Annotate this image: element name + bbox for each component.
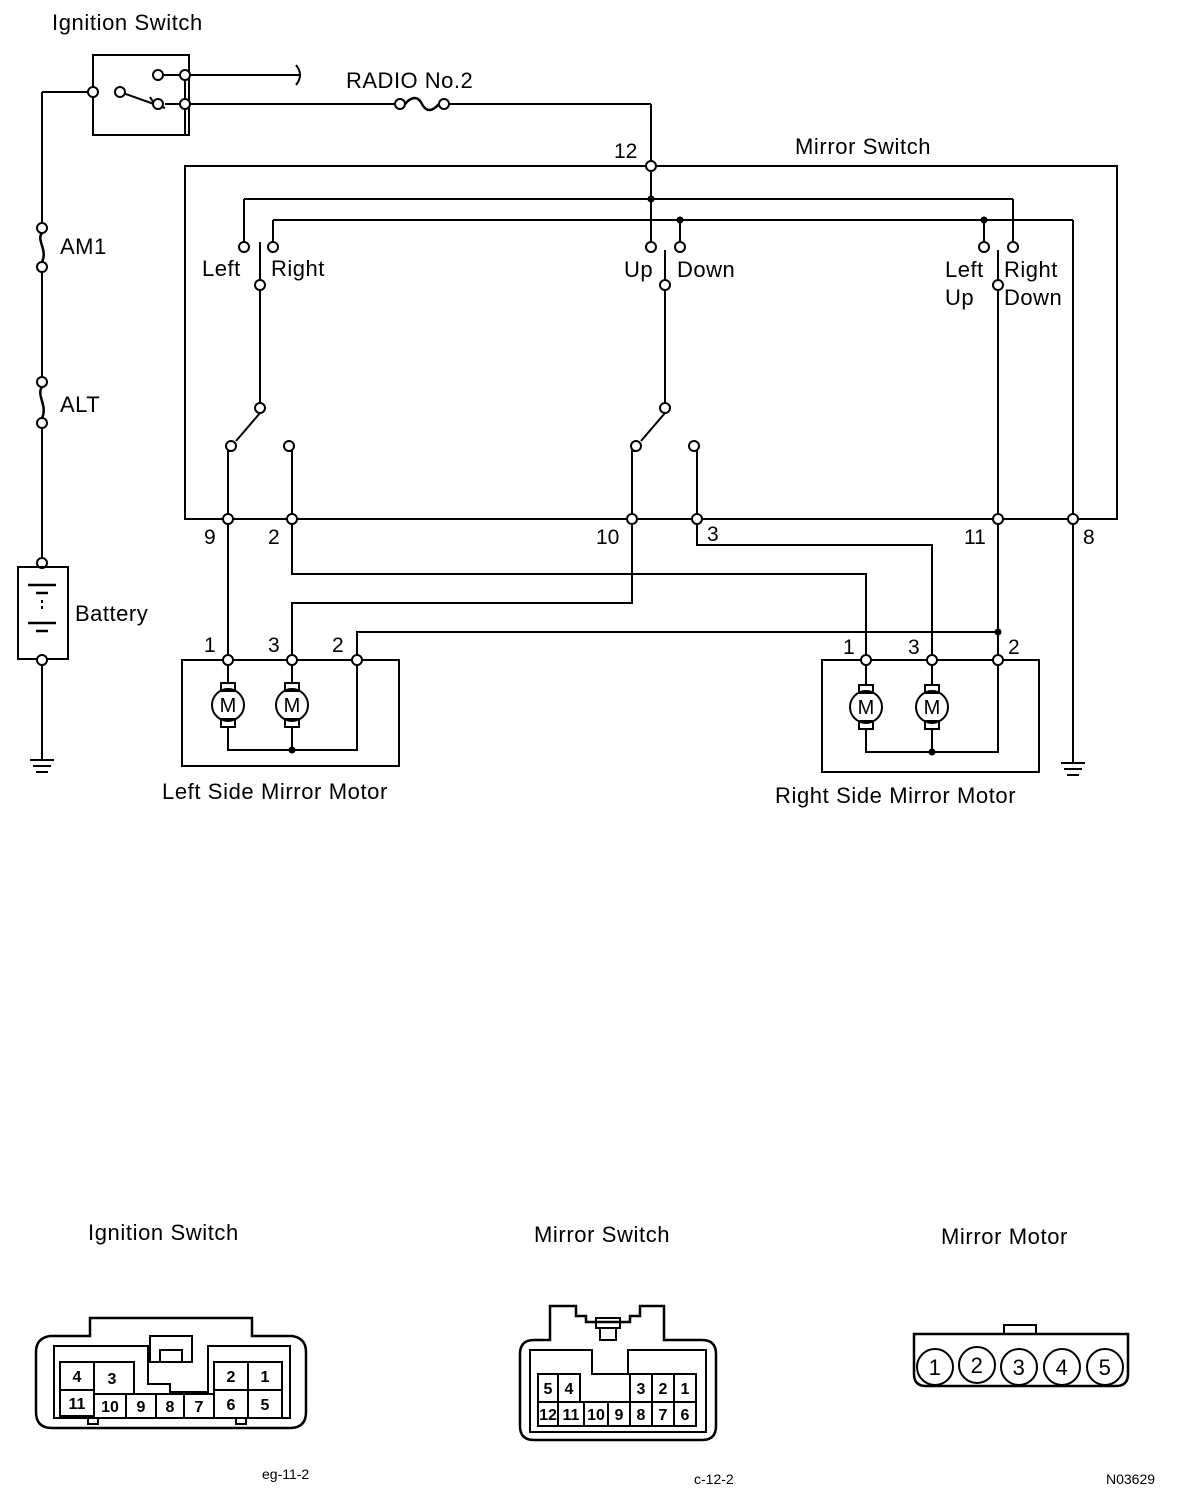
battery-label: Battery — [75, 601, 148, 626]
battery-box — [17, 566, 69, 660]
ignition-pin-8: 8 — [166, 1399, 175, 1416]
switch-pin-8: 8 — [1083, 526, 1095, 549]
mirror-motor-connector: Mirror Motor 1 2 3 4 5 N03629 — [912, 1224, 1155, 1487]
switch-pin-2: 2 — [268, 526, 280, 549]
mirror-switch-connector: Mirror Switch 5 4 3 2 1 12 11 10 9 8 7 6… — [518, 1222, 734, 1487]
ignition-switch-box — [92, 54, 190, 136]
left-motor-a-symbol — [211, 688, 245, 722]
right-motor-b-label: M — [924, 697, 941, 719]
mirror-switch-pin-3: 3 — [637, 1381, 646, 1398]
right-motor-b-symbol — [915, 690, 949, 724]
switch-pin-10: 10 — [596, 526, 619, 549]
left-side-mirror-motor: 1 3 2 M M Left Side Mirror Motor — [162, 634, 400, 804]
right-motor-pin-2: 2 — [1008, 636, 1020, 659]
mirror-motor-pin-5: 5 — [1099, 1355, 1112, 1380]
right-motor-pin-1: 1 — [843, 636, 855, 659]
mirror-switch-pin-12: 12 — [539, 1407, 557, 1424]
ignition-connector-housing — [34, 1316, 308, 1430]
harness-wiring — [227, 524, 1085, 776]
radio-fuse-circuit: RADIO No.2 — [190, 68, 652, 161]
right-motor-a-label: M — [858, 697, 875, 719]
ignition-connector-title: Ignition Switch — [88, 1220, 239, 1245]
mirror-switch-pin-2: 2 — [659, 1381, 668, 1398]
mirror-switch-pin-6: 6 — [681, 1407, 690, 1424]
up-down-selector-wiper — [640, 412, 666, 442]
right-down-label-line2: Down — [1004, 285, 1062, 310]
battery-symbol — [28, 583, 56, 633]
left-motor-pin-2: 2 — [332, 634, 344, 657]
ignition-pin-4: 4 — [73, 1369, 82, 1386]
mirror-motor-pin-1: 1 — [929, 1355, 942, 1380]
mirror-motor-pin-4: 4 — [1056, 1355, 1069, 1380]
ignition-switch-label: Ignition Switch — [52, 10, 203, 35]
ignition-pin-5: 5 — [261, 1397, 270, 1414]
left-up-label-line1: Left — [945, 257, 984, 282]
ignition-pin-3: 3 — [108, 1371, 117, 1388]
switch-pin-12: 12 — [614, 140, 637, 163]
ground-symbol-left — [30, 759, 54, 773]
am1-fuse-label: AM1 — [60, 234, 107, 259]
mirror-switch: Mirror Switch 12 Left Right — [184, 134, 1118, 549]
switch-pin-9: 9 — [204, 526, 216, 549]
mirror-switch-pin-7: 7 — [659, 1407, 668, 1424]
mirror-switch-label: Mirror Switch — [795, 134, 931, 159]
ignition-pin-2: 2 — [227, 1369, 236, 1386]
ignition-connector-code: eg-11-2 — [262, 1466, 309, 1482]
radio-fuse-symbol — [404, 96, 440, 112]
left-motor-pin-3: 3 — [268, 634, 280, 657]
left-motor-b-symbol — [275, 688, 309, 722]
mirror-switch-pin-11: 11 — [563, 1407, 580, 1424]
right-side-mirror-motor: 1 3 2 M M Right Side Mirror Motor — [775, 636, 1040, 808]
mirror-switch-pin-1: 1 — [681, 1381, 690, 1398]
radio-fuse-label: RADIO No.2 — [346, 68, 473, 93]
mirror-switch-pin-8: 8 — [637, 1407, 646, 1424]
alt-fuse-label: ALT — [60, 392, 100, 417]
mirror-motor-connector-housing — [912, 1332, 1130, 1388]
left-motor-b-label: M — [284, 695, 301, 717]
ignition-switch-connector: Ignition Switch 4 3 2 1 11 10 9 8 7 6 5 … — [34, 1220, 309, 1482]
ignition-pin-11: 11 — [69, 1396, 86, 1413]
mirror-motor-connector-title: Mirror Motor — [941, 1224, 1068, 1249]
mirror-switch-connector-title: Mirror Switch — [534, 1222, 670, 1247]
mirror-switch-connector-housing — [518, 1304, 718, 1442]
mirror-motor-pin-3: 3 — [1013, 1355, 1026, 1380]
left-mirror-motor-label: Left Side Mirror Motor — [162, 779, 388, 804]
mirror-switch-pin-10: 10 — [587, 1407, 605, 1424]
left-label: Left — [202, 256, 241, 281]
left-up-label-line2: Up — [945, 285, 974, 310]
ignition-pin-10: 10 — [101, 1399, 119, 1416]
figure-code: N03629 — [1106, 1471, 1155, 1487]
mirror-switch-pin-5: 5 — [544, 1381, 553, 1398]
mirror-switch-pin-4: 4 — [565, 1381, 574, 1398]
am1-fuse-symbol — [39, 232, 45, 263]
ignition-pin-6: 6 — [227, 1397, 236, 1414]
up-label: Up — [624, 257, 653, 282]
down-label: Down — [677, 257, 735, 282]
right-mirror-motor-label: Right Side Mirror Motor — [775, 783, 1016, 808]
switch-pin-11: 11 — [964, 526, 986, 549]
right-motor-a-symbol — [849, 690, 883, 724]
right-down-label-line1: Right — [1004, 257, 1058, 282]
left-motor-a-label: M — [220, 695, 237, 717]
mirror-motor-pin-2: 2 — [971, 1353, 984, 1378]
left-selector-wiper — [235, 412, 261, 442]
left-motor-pin-1: 1 — [204, 634, 216, 657]
alt-fuse-symbol — [39, 386, 45, 419]
battery-feed-circuit: AM1 ALT Battery — [17, 86, 148, 773]
ignition-pin-7: 7 — [195, 1399, 204, 1416]
switch-pin-3: 3 — [707, 523, 719, 546]
mirror-switch-pin-9: 9 — [615, 1407, 624, 1424]
ground-symbol-right — [1061, 762, 1085, 776]
right-motor-pin-3: 3 — [908, 636, 920, 659]
ignition-pin-1: 1 — [261, 1369, 270, 1386]
mirror-switch-connector-code: c-12-2 — [694, 1471, 734, 1487]
ignition-pin-9: 9 — [137, 1399, 146, 1416]
ignition-switch: Ignition Switch — [52, 10, 301, 136]
right-label: Right — [271, 256, 325, 281]
